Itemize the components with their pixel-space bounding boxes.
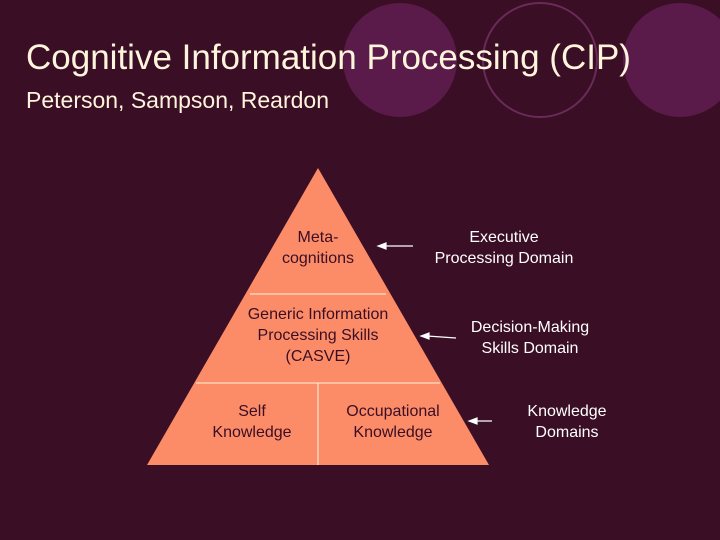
arrowhead-executive (376, 242, 387, 250)
arrow-decision (426, 335, 457, 339)
executive-domain-label: Executive Processing Domain (434, 229, 574, 267)
knowledge-domain-label: Knowledge Domains (527, 403, 607, 441)
pyramid-bottom-right-label: Occupational Knowledge (346, 403, 440, 441)
slide-title: Cognitive Information Processing (CIP) (26, 38, 631, 77)
decorative-circle-outline (482, 2, 598, 118)
decorative-circle-filled-1 (343, 3, 457, 117)
arrowhead-decision (419, 332, 430, 340)
decision-domain-label: Decision-Making Skills Domain (470, 319, 590, 357)
pyramid-top-label: Meta- cognitions (281, 229, 355, 267)
pyramid-shape (147, 168, 489, 465)
pyramid-middle-label: Generic Information Processing Skills (C… (247, 306, 389, 365)
slide-subtitle: Peterson, Sampson, Reardon (26, 87, 330, 113)
arrowhead-knowledge (467, 417, 478, 425)
decorative-circle-filled-2 (623, 3, 720, 117)
pyramid-bottom-left-label: Self Knowledge (212, 403, 292, 441)
